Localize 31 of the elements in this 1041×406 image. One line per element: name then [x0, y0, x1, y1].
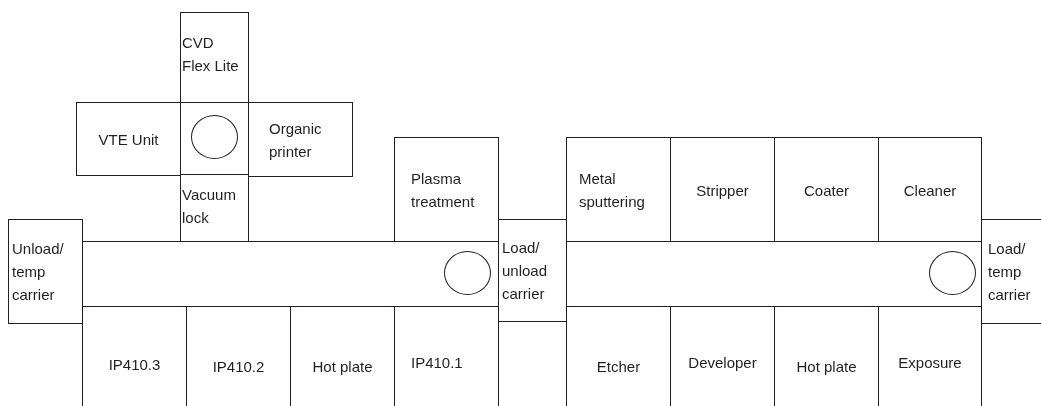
station-label: Exposure: [898, 353, 962, 373]
station-label: Etcher: [596, 357, 641, 377]
station-label: Load/ unload carrier: [502, 238, 549, 304]
station-label: Cleaner: [903, 180, 957, 201]
station-box: [76, 102, 181, 176]
station-label: Vacuum lock: [182, 185, 237, 228]
station-box: [180, 174, 249, 242]
station-label: Organic printer: [269, 118, 323, 162]
robot-circle: [444, 251, 491, 295]
station-label: Stripper: [696, 180, 749, 201]
station-label: Hot plate: [312, 357, 373, 377]
station-label: Hot plate: [796, 357, 857, 377]
station-label: Plasma treatment: [411, 169, 476, 212]
station-label: Unload/ temp carrier: [12, 239, 65, 305]
station-box: [498, 219, 567, 322]
station-label: Developer: [688, 353, 757, 373]
station-box: [8, 219, 83, 324]
station-label: VTE Unit: [98, 129, 159, 150]
robot-circle: [929, 251, 976, 295]
station-label: Metal sputtering: [579, 169, 646, 212]
station-label: IP410.1: [411, 353, 463, 373]
station-label: IP410.3: [108, 355, 161, 375]
robot-circle: [191, 115, 238, 159]
station-label: Coater: [804, 180, 849, 201]
station-box: [394, 137, 499, 243]
station-box: [248, 102, 353, 177]
station-label: IP410.2: [212, 357, 265, 377]
station-label: CVD Flex Lite: [182, 33, 240, 76]
station-box: [981, 219, 1041, 324]
station-box: [180, 12, 249, 104]
station-label: Load/ temp carrier: [988, 239, 1032, 305]
